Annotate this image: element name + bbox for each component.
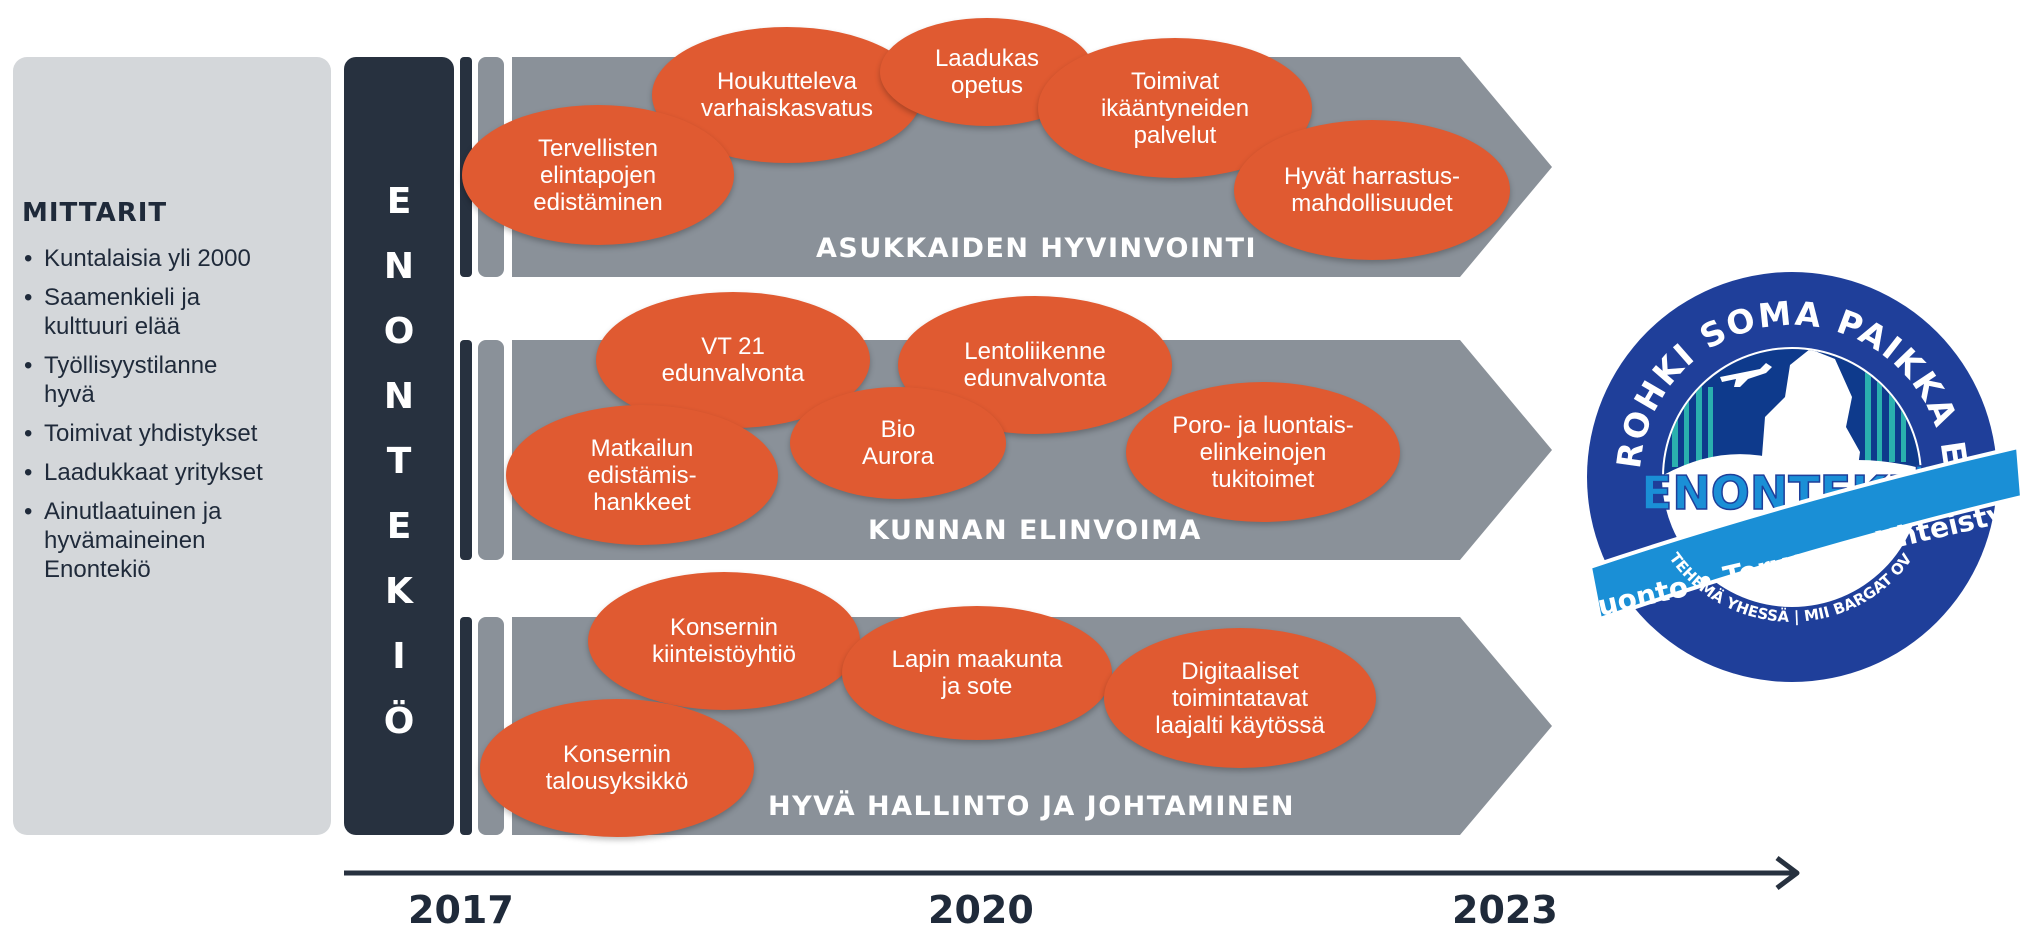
oval-poro: Poro- ja luontais- elinkeinojen tukitoim… — [1126, 382, 1400, 522]
mittari-item: Laadukkaat yritykset — [22, 458, 322, 487]
mittarit-title: MITTARIT — [22, 198, 168, 228]
vertical-letter: E — [386, 181, 412, 222]
band-title-elinvoima: KUNNAN ELINVOIMA — [868, 515, 1202, 546]
oval-harrastus: Hyvät harrastus- mahdollisuudet — [1234, 120, 1510, 260]
mittarit-list: Kuntalaisia yli 2000 Saamenkieli ja kult… — [22, 244, 322, 594]
oval-digitaaliset: Digitaaliset toimintatavat laajalti käyt… — [1104, 628, 1376, 768]
vertical-letter: E — [386, 506, 412, 547]
vertical-letter: T — [386, 441, 412, 482]
mittari-item: Ainutlaatuinen ja hyvämaineinen Enonteki… — [22, 497, 322, 584]
mittari-item: Työllisyystilanne hyvä — [22, 351, 322, 409]
oval-lapin-maakunta: Lapin maakunta ja sote — [842, 606, 1112, 740]
year-label: 2023 — [1452, 888, 1558, 932]
band-separator-dark — [460, 340, 472, 560]
mittari-item: Toimivat yhdistykset — [22, 419, 322, 448]
mittari-item: Kuntalaisia yli 2000 — [22, 244, 322, 273]
oval-kiinteistoyhtio: Konsernin kiinteistöyhtiö — [588, 572, 860, 710]
oval-bio-aurora: Bio Aurora — [790, 387, 1006, 499]
enontekio-logo: SON ROHKI SOMA PAIKKA ELLÄÄ ENONTEKIÖ Lu… — [1560, 247, 2027, 682]
band-title-hallinto: HYVÄ HALLINTO JA JOHTAMINEN — [768, 791, 1296, 822]
enontekio-vertical-bar: E N O N T E K I Ö — [344, 57, 454, 835]
oval-talousyksikko: Konsernin talousyksikkö — [480, 699, 754, 837]
vertical-letter: O — [383, 311, 415, 352]
mittari-item: Saamenkieli ja kulttuuri elää — [22, 283, 322, 341]
map-silhouette-icon — [1760, 349, 1860, 482]
aurora-icon — [1672, 372, 1906, 467]
vertical-letter: N — [383, 246, 415, 287]
logo-ribbon — [1587, 444, 2025, 622]
vertical-letter: K — [385, 571, 413, 612]
timeline-arrowhead — [1775, 856, 1800, 890]
oval-matkailu: Matkailun edistämis- hankkeet — [506, 405, 778, 545]
year-label: 2020 — [928, 888, 1034, 932]
vertical-label: E N O N T E K I Ö — [344, 169, 454, 754]
oval-elintavat: Tervellisten elintapojen edistäminen — [462, 105, 734, 245]
vertical-letter: I — [392, 636, 406, 677]
vertical-letter: N — [383, 376, 415, 417]
band-separator-grey — [478, 340, 504, 560]
year-label: 2017 — [408, 888, 514, 932]
band-separator-dark — [460, 617, 472, 835]
band-title-asukkaiden: ASUKKAIDEN HYVINVOINTI — [816, 233, 1258, 264]
oval-ikaantyneiden-palvelut: Toimivat ikääntyneiden palvelut — [1038, 38, 1312, 178]
vertical-letter: Ö — [383, 701, 415, 742]
plane-icon — [1720, 363, 1772, 387]
